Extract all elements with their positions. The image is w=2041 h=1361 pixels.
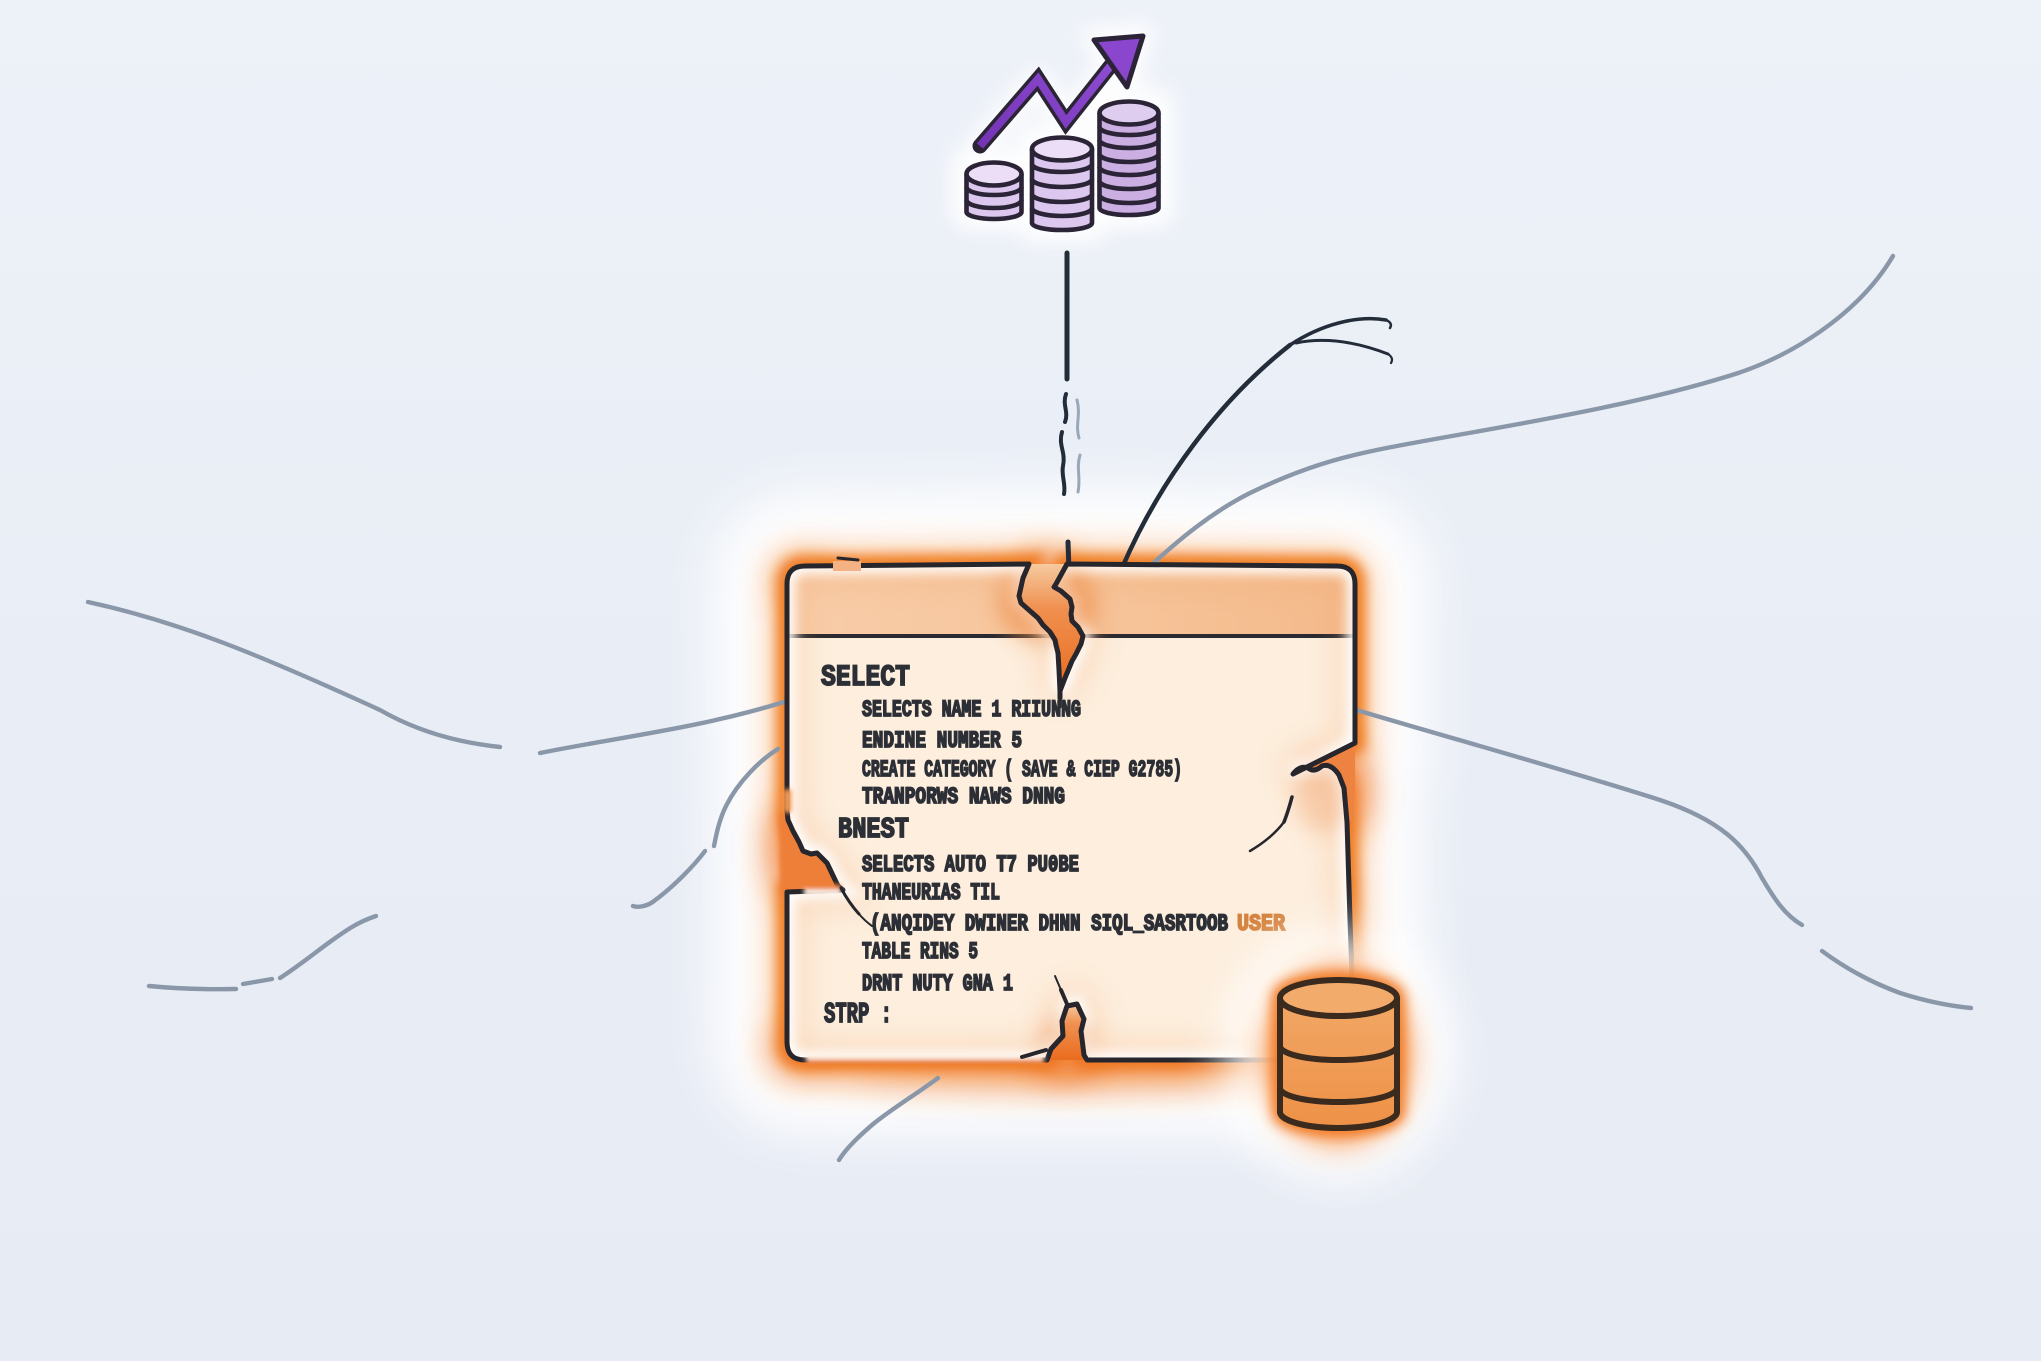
svg-text:SELECTS AUTO T7 PU0BE: SELECTS AUTO T7 PU0BE (862, 852, 1079, 878)
svg-text:ENDINE NUMBER 5: ENDINE NUMBER 5 (862, 728, 1022, 754)
svg-text:THANEURIAS TIL: THANEURIAS TIL (862, 880, 1000, 906)
svg-text:STRP :: STRP : (824, 998, 892, 1031)
svg-text:TABLE RINS 5: TABLE RINS 5 (862, 939, 978, 965)
svg-text:CREATE CATEGORY ( SAVE & CIEP: CREATE CATEGORY ( SAVE & CIEP G2785) (862, 757, 1182, 783)
svg-text:DRNT NUTY GNA 1: DRNT NUTY GNA 1 (862, 971, 1013, 997)
svg-text:TRANPORWS NAWS DNNG: TRANPORWS NAWS DNNG (862, 784, 1065, 810)
svg-text:SELECTS NAME 1 RIIUNNG: SELECTS NAME 1 RIIUNNG (862, 697, 1081, 723)
svg-text:USER: USER (1237, 911, 1285, 937)
svg-text:(ANQIDEY DWINER DHNN SIQL_SASR: (ANQIDEY DWINER DHNN SIQL_SASRTOOB (870, 911, 1228, 937)
svg-text:SELECT: SELECT (821, 661, 910, 695)
svg-text:BNEST: BNEST (838, 813, 909, 846)
